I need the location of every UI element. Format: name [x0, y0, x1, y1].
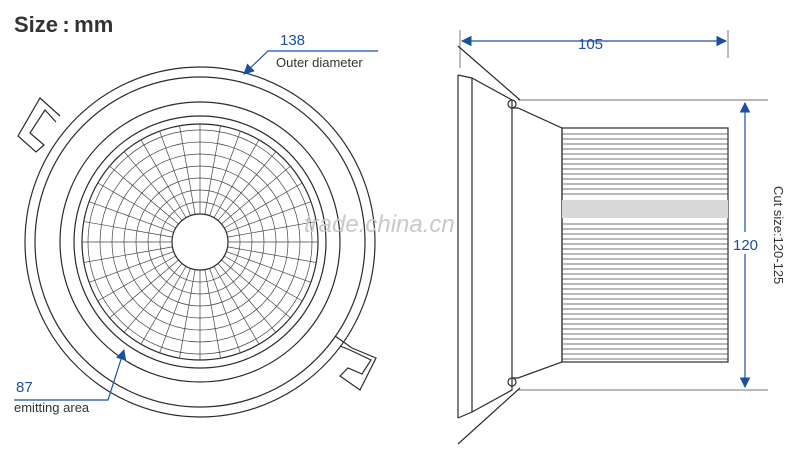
lens-spoke	[217, 149, 278, 221]
emitting-area-label: emitting area	[14, 400, 90, 415]
lens-spoke	[209, 129, 242, 216]
lens-spoke	[224, 181, 305, 229]
lens-spoke	[158, 129, 191, 216]
lens-spoke	[178, 124, 196, 215]
lens-spoke	[217, 263, 278, 335]
outer-diameter-value: 138	[280, 32, 305, 49]
lens-spoke	[87, 251, 174, 284]
lens-spoke	[87, 200, 174, 233]
lens-spoke	[158, 268, 191, 355]
heat-sink-band	[562, 200, 728, 218]
center-hub	[171, 213, 229, 271]
height-value: 120	[733, 237, 758, 254]
lens-spoke	[122, 263, 183, 335]
lens-spoke	[224, 255, 305, 303]
lens-spoke	[227, 220, 318, 238]
lens-spoke	[82, 246, 173, 264]
lens-spoke	[221, 259, 293, 320]
outer-diameter-leader	[243, 50, 378, 75]
spring-top	[457, 45, 521, 101]
flange-left-edge	[457, 74, 473, 419]
lens-spoke	[82, 220, 173, 238]
lens-spoke	[227, 246, 318, 264]
lens-spoke	[209, 268, 242, 355]
lens-spoke	[95, 255, 176, 303]
lens-spoke	[213, 137, 261, 218]
front-view: 138 Outer diameter 87 emitting area	[14, 32, 378, 418]
body-neck	[512, 107, 563, 379]
left-spring-clip	[17, 97, 61, 153]
height-label-bg	[733, 232, 765, 254]
heat-sink-fins	[562, 133, 728, 360]
reflector-inner	[73, 115, 327, 369]
lens-grid	[82, 124, 318, 360]
reflector-outer	[59, 101, 341, 383]
lens-spoke	[122, 149, 183, 221]
spring-bottom	[457, 387, 521, 445]
heat-sink-outline	[561, 127, 729, 363]
cut-size-label: Cut size:120-125	[771, 186, 786, 284]
lens-spoke	[226, 200, 313, 233]
outer-diameter-label: Outer diameter	[276, 55, 363, 70]
lens-spoke	[226, 251, 313, 284]
lens-spoke	[213, 266, 261, 347]
lens-spoke	[107, 164, 179, 225]
lens-spoke	[204, 269, 222, 360]
watermark: trade.china.cn	[304, 211, 455, 238]
depth-value: 105	[578, 36, 603, 53]
outer-ring-inner-edge	[34, 76, 366, 408]
emitting-area-value: 87	[16, 379, 33, 396]
lens-spoke	[139, 266, 187, 347]
lens-spoke	[95, 181, 176, 229]
size-unit-title: Size : mm	[14, 12, 113, 37]
emitting-area-leader	[14, 348, 127, 401]
lens-spoke	[221, 164, 293, 225]
side-view: 105 120 Cut size:120-125	[457, 30, 786, 445]
right-spring-clip	[334, 335, 377, 391]
lens-spoke	[178, 269, 196, 360]
lens-spoke	[139, 137, 187, 218]
lens-spoke	[204, 124, 222, 215]
lens-spoke	[107, 259, 179, 320]
outer-ring	[24, 66, 376, 418]
flange-taper	[471, 77, 513, 413]
